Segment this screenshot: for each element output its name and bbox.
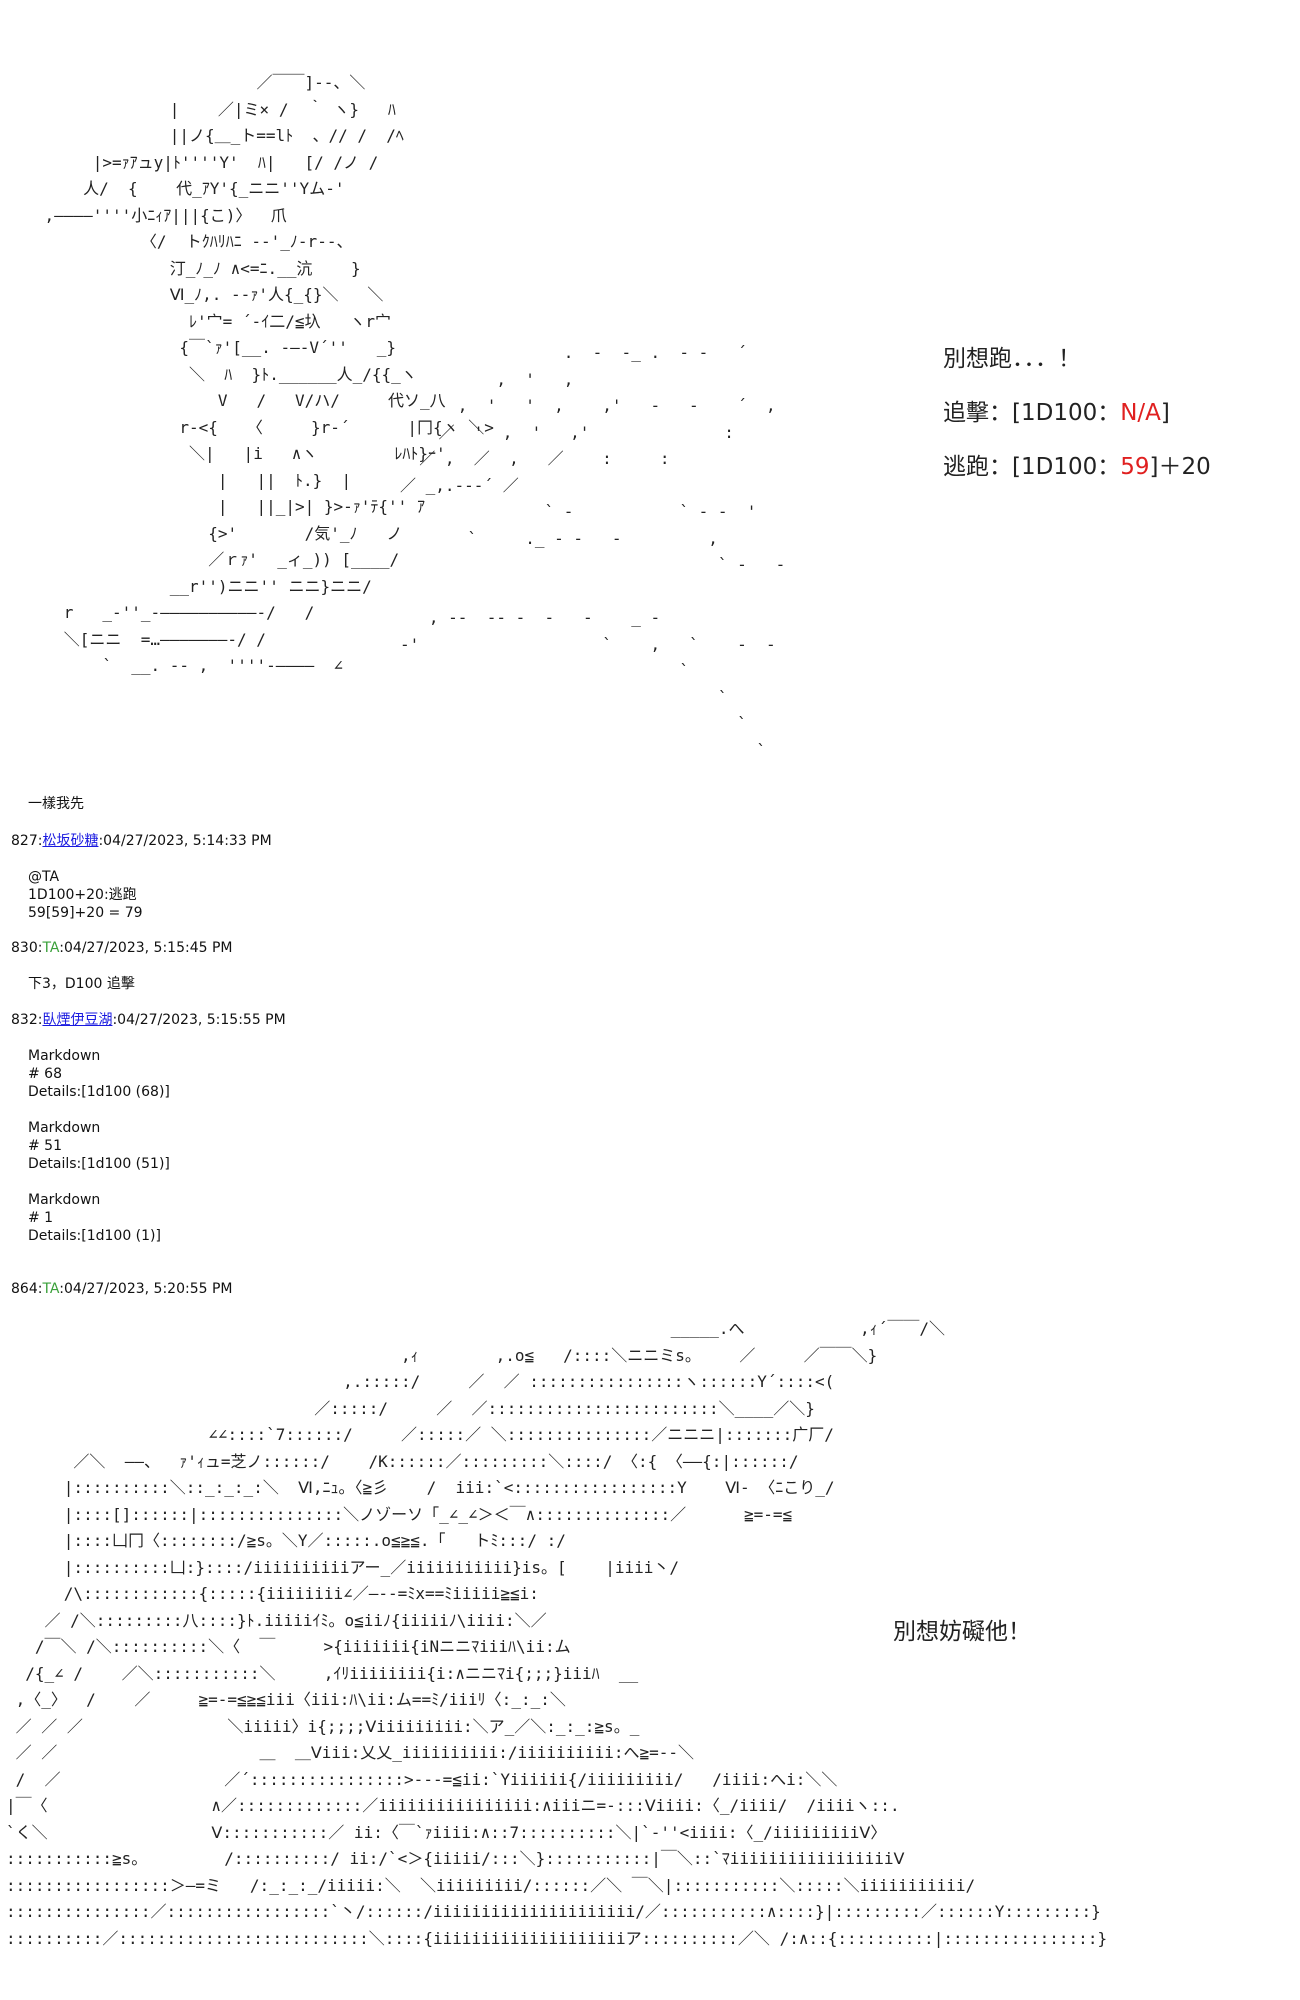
pursuit-label: 追擊：[1D100： <box>943 400 1121 426</box>
post-timestamp: :04/27/2023, 5:15:45 PM <box>59 940 233 956</box>
post-header: 832:臥煙伊豆湖:04/27/2023, 5:15:55 PM <box>11 1011 286 1029</box>
post-header: 830:TA:04/27/2023, 5:15:45 PM <box>11 939 233 957</box>
dialogue-line-escape: 逃跑：[1D100：59]＋20 <box>943 454 1211 481</box>
ascii-art-battle-scene: _____.へ ,ｨ´￣￣/＼ ,ｨ ,.o≦ /::::＼ニニミs。 ／ ／￣… <box>6 1319 1108 1948</box>
author-name: TA <box>42 940 60 956</box>
escape-value: 59 <box>1120 454 1150 480</box>
author-link[interactable]: 松坂砂糖 <box>42 833 99 849</box>
author-link[interactable]: 臥煙伊豆湖 <box>42 1012 113 1028</box>
post-body: @TA 1D100+20:逃跑 59[59]+20 = 79 <box>28 869 143 921</box>
post-timestamp: :04/27/2023, 5:14:33 PM <box>98 833 272 849</box>
post-header: 864:TA:04/27/2023, 5:20:55 PM <box>11 1280 233 1298</box>
post-body: 下3，D100 追擊 <box>28 976 135 992</box>
post-number: 864: <box>11 1281 43 1297</box>
escape-suffix: ]＋20 <box>1149 454 1211 480</box>
dialogue-line-dont-interfere: 別想妨礙他！ <box>893 1619 1031 1645</box>
author-name: TA <box>42 1281 60 1297</box>
ascii-art-speed-lines: . - -_ . - - ´ , ' , , ' ' , ,' - - ´ , … <box>400 343 786 760</box>
pursuit-suffix: ] <box>1160 400 1170 426</box>
post-body: Markdown # 68 Details:[1d100 (68)] Markd… <box>28 1048 170 1244</box>
post-number: 832: <box>11 1012 43 1028</box>
escape-label: 逃跑：[1D100： <box>943 454 1121 480</box>
dialogue-line-dont-run: 別想跑．．．！ <box>943 346 1081 372</box>
post-number: 827: <box>11 833 43 849</box>
post-number: 830: <box>11 940 43 956</box>
ascii-art-character-top: ／￣￣]‐-、＼ | ／|ミ× / ｀ ヽ} ﾊ ||ノ{＿_ト==lﾄ 、//… <box>44 73 494 675</box>
post-body: 一樣我先 <box>28 796 84 812</box>
post-timestamp: :04/27/2023, 5:20:55 PM <box>59 1281 233 1297</box>
pursuit-value: N/A <box>1120 400 1161 426</box>
dialogue-line-pursuit: 追擊：[1D100：N/A] <box>943 400 1170 427</box>
post-header: 827:松坂砂糖:04/27/2023, 5:14:33 PM <box>11 832 272 850</box>
post-timestamp: :04/27/2023, 5:15:55 PM <box>112 1012 286 1028</box>
